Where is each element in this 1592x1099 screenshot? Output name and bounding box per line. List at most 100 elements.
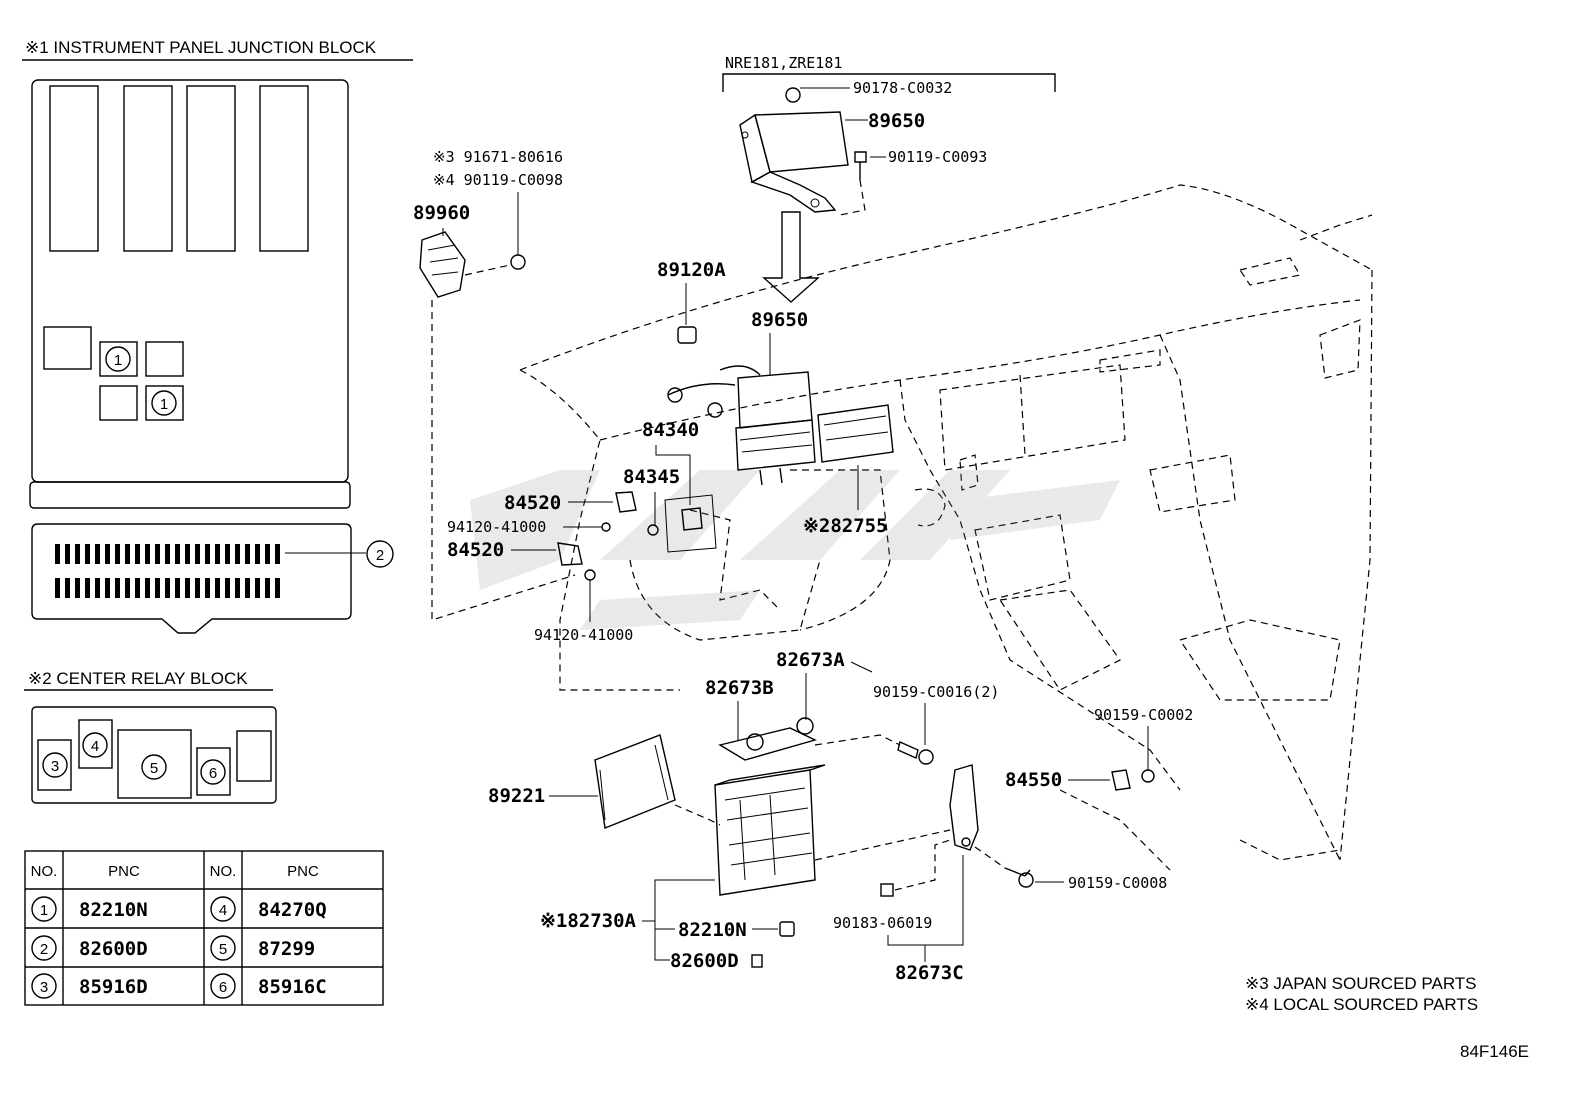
circled-number-1b: 1: [151, 390, 177, 416]
connector-pin: [245, 578, 250, 598]
note-local-sourced: ※4 LOCAL SOURCED PARTS: [1245, 995, 1478, 1014]
svg-text:1: 1: [114, 352, 122, 369]
bolt-icon: [1004, 867, 1034, 888]
label-84345: 84345: [623, 466, 680, 488]
connector-pin: [135, 578, 140, 598]
part-82673-bracket: [718, 717, 817, 761]
table-cell-pnc: 85916D: [79, 976, 148, 998]
label-90183-06019: 90183-06019: [833, 914, 932, 932]
svg-text:3: 3: [51, 758, 59, 775]
nut-icon: [647, 524, 659, 536]
label-94120-41000-a: 94120-41000: [447, 518, 546, 536]
connector-pin: [225, 544, 230, 564]
label-84340: 84340: [642, 419, 699, 441]
label-84520-b: 84520: [447, 539, 504, 561]
nut-icon: [785, 87, 801, 103]
table-row: 2 82600D 5 87299: [31, 935, 315, 961]
connector-pin: [205, 544, 210, 564]
connector-pin: [275, 544, 280, 564]
connector-pin: [175, 578, 180, 598]
part-82730a-junction-block: [714, 764, 826, 896]
junction-block-title: ※1 INSTRUMENT PANEL JUNCTION BLOCK: [25, 38, 377, 57]
bracket-nre: [722, 73, 1056, 92]
connector-pin: [65, 544, 70, 564]
label-89960: 89960: [413, 202, 470, 224]
connector-pin: [115, 544, 120, 564]
circled-number-3: 3: [42, 752, 68, 778]
bolt-icon: [1141, 769, 1155, 783]
pnc-table: [24, 850, 384, 1006]
connector-pin: [255, 578, 260, 598]
connector-pin: [115, 578, 120, 598]
part-82210n-relay: [779, 921, 795, 937]
connector-pin: [275, 578, 280, 598]
connector-pin: [165, 544, 170, 564]
table-cell-no: 1: [40, 902, 48, 919]
connector-pin: [105, 544, 110, 564]
circled-number-6: 6: [200, 759, 226, 785]
bolt-icon: [510, 254, 526, 270]
label-84520-a: 84520: [504, 492, 561, 514]
part-82755-relay-block: [817, 404, 894, 463]
dashboard-outline: [519, 184, 1373, 861]
part-89120a-sensor: [677, 326, 697, 344]
label-94120-41000-b: 94120-41000: [534, 626, 633, 644]
bolt-icon: [897, 741, 934, 765]
connector-pin: [175, 544, 180, 564]
connector-pin: [225, 578, 230, 598]
connector-pin: [235, 544, 240, 564]
connector-pin: [265, 578, 270, 598]
svg-text:1: 1: [160, 396, 168, 413]
part-89221-ecu: [594, 734, 676, 829]
label-89221: 89221: [488, 785, 545, 807]
note-japan-sourced: ※3 JAPAN SOURCED PARTS: [1245, 974, 1477, 993]
bolt-icon: [854, 151, 867, 180]
table-cell-pnc: 87299: [258, 938, 315, 960]
label-82673a: 82673A: [776, 649, 845, 671]
part-84520-switch-a: [615, 491, 637, 513]
svg-text:5: 5: [150, 760, 158, 777]
part-82673c-bracket: [949, 764, 979, 851]
junction-block-drawing: [29, 79, 351, 509]
connector-pin: [155, 544, 160, 564]
svg-text:6: 6: [209, 765, 217, 782]
connector-pin: [105, 578, 110, 598]
connector-pin: [75, 578, 80, 598]
label-90159-c0016: 90159-C0016(2): [873, 683, 999, 701]
table-header-pnc-1: PNC: [108, 863, 140, 880]
table-cell-pnc: 82600D: [79, 938, 148, 960]
connector-pin: [95, 578, 100, 598]
table-header-no-2: NO.: [210, 863, 237, 880]
label-82730a: ※182730A: [540, 910, 637, 932]
part-89960-switch: [419, 231, 466, 298]
circled-number-2: 2: [366, 540, 394, 568]
label-82673b: 82673B: [705, 677, 774, 699]
part-84340-switch: [664, 494, 717, 553]
arrow-down-icon: [762, 211, 820, 303]
table-header-pnc-2: PNC: [287, 863, 319, 880]
circled-number-5: 5: [141, 754, 167, 780]
part-89650-module-top: [739, 111, 849, 213]
connector-pin: [195, 578, 200, 598]
clip-icon: [601, 522, 611, 532]
connector-pin: [145, 544, 150, 564]
label-82210n: 82210N: [678, 919, 747, 941]
circled-number-1a: 1: [105, 346, 131, 372]
label-82600d: 82600D: [670, 950, 739, 972]
svg-text:2: 2: [376, 547, 384, 564]
label-90119-c0093: 90119-C0093: [888, 148, 987, 166]
connector-pin: [185, 544, 190, 564]
label-90159-c0002: 90159-C0002: [1094, 706, 1193, 724]
connector-pin: [235, 578, 240, 598]
svg-text:4: 4: [91, 738, 99, 755]
label-89650: 89650: [751, 309, 808, 331]
diagram-code: 84F146E: [1460, 1042, 1529, 1061]
label-82755: ※282755: [803, 515, 888, 537]
part-84550-switch: [1111, 769, 1131, 791]
junction-connector-drawing: [31, 523, 352, 634]
connector-pin: [185, 578, 190, 598]
part-89650-module: [667, 365, 816, 486]
connector-pin: [145, 578, 150, 598]
